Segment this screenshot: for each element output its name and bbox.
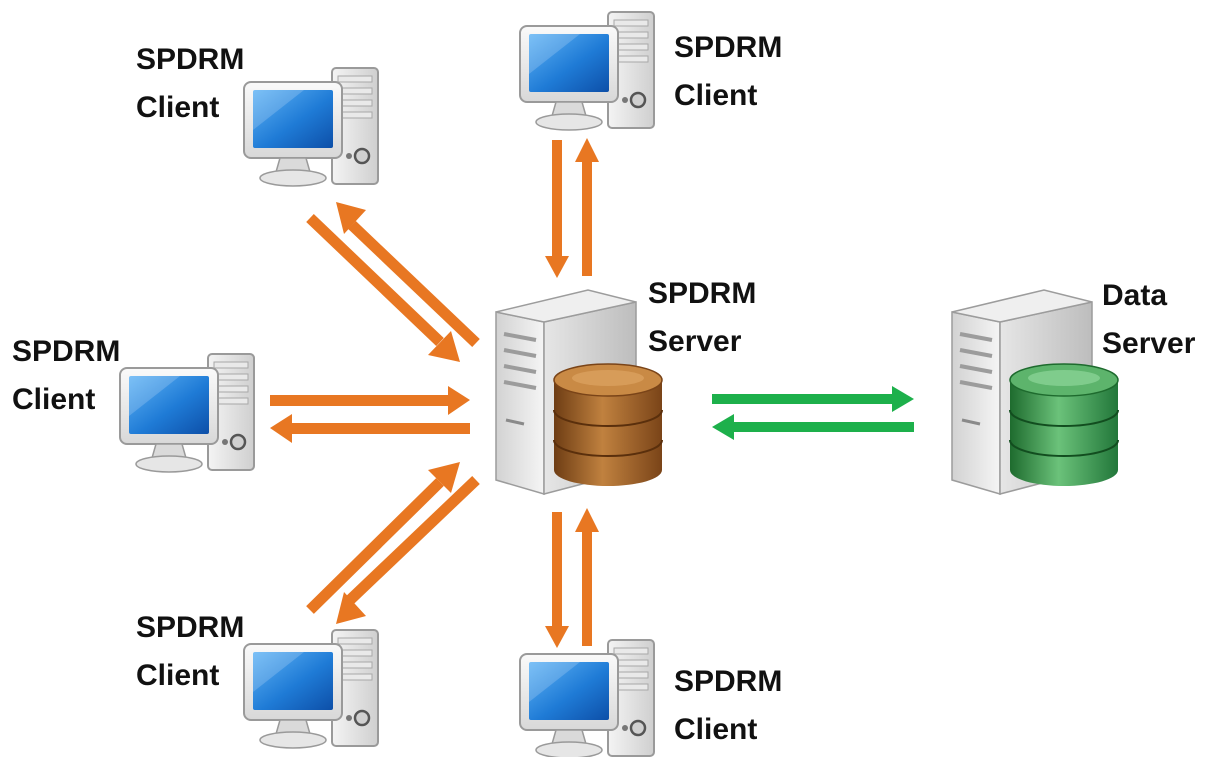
arrow-middle-left-right [270,386,470,415]
arrow-top-center-up [575,138,599,276]
label-line: Data [1102,279,1168,312]
label-line: SPDRM [136,43,245,76]
data-server-icon [950,288,1119,496]
arrow-bottom-center-up [575,508,599,646]
label-line: Client [136,91,220,124]
client-label-top-left: SPDRM Client [136,36,244,132]
label-line: Server [648,325,742,358]
client-label-middle-left: SPDRM Client [12,328,120,424]
client-computer-icon [242,628,380,750]
label-line: SPDRM [648,277,757,310]
client-server-arrows [270,138,599,648]
arrow-to-data-server [712,386,914,412]
spdrm-server-label: SPDRM Server [648,270,756,366]
label-line: SPDRM [674,665,783,698]
arrow-server-to-top-left [336,202,480,347]
arrow-to-spdrm-server [712,414,914,440]
arrow-bottom-center-down [545,512,569,648]
client-computer-icon [242,66,380,188]
label-line: Server [1102,327,1196,360]
label-line: SPDRM [674,31,783,64]
label-line: SPDRM [136,611,245,644]
arrow-middle-left-left [270,414,470,443]
spdrm-server-icon [494,288,663,496]
label-line: Client [136,659,220,692]
server-data-arrows [712,386,914,440]
data-server-label: Data Server [1102,272,1195,368]
label-line: SPDRM [12,335,121,368]
client-label-bottom-left: SPDRM Client [136,604,244,700]
client-label-bottom-center: SPDRM Client [674,658,782,754]
client-computer-icon [518,638,656,757]
arrow-bottom-left-to-server [306,462,460,614]
label-line: Client [674,79,758,112]
client-computer-icon [118,352,256,474]
arrow-top-center-down [545,140,569,278]
client-computer-icon [518,10,656,132]
arrow-server-to-bottom-left [336,476,480,624]
arrow-top-left-to-server [306,214,460,362]
label-line: Client [674,713,758,746]
client-label-top-center: SPDRM Client [674,24,782,120]
label-line: Client [12,383,96,416]
